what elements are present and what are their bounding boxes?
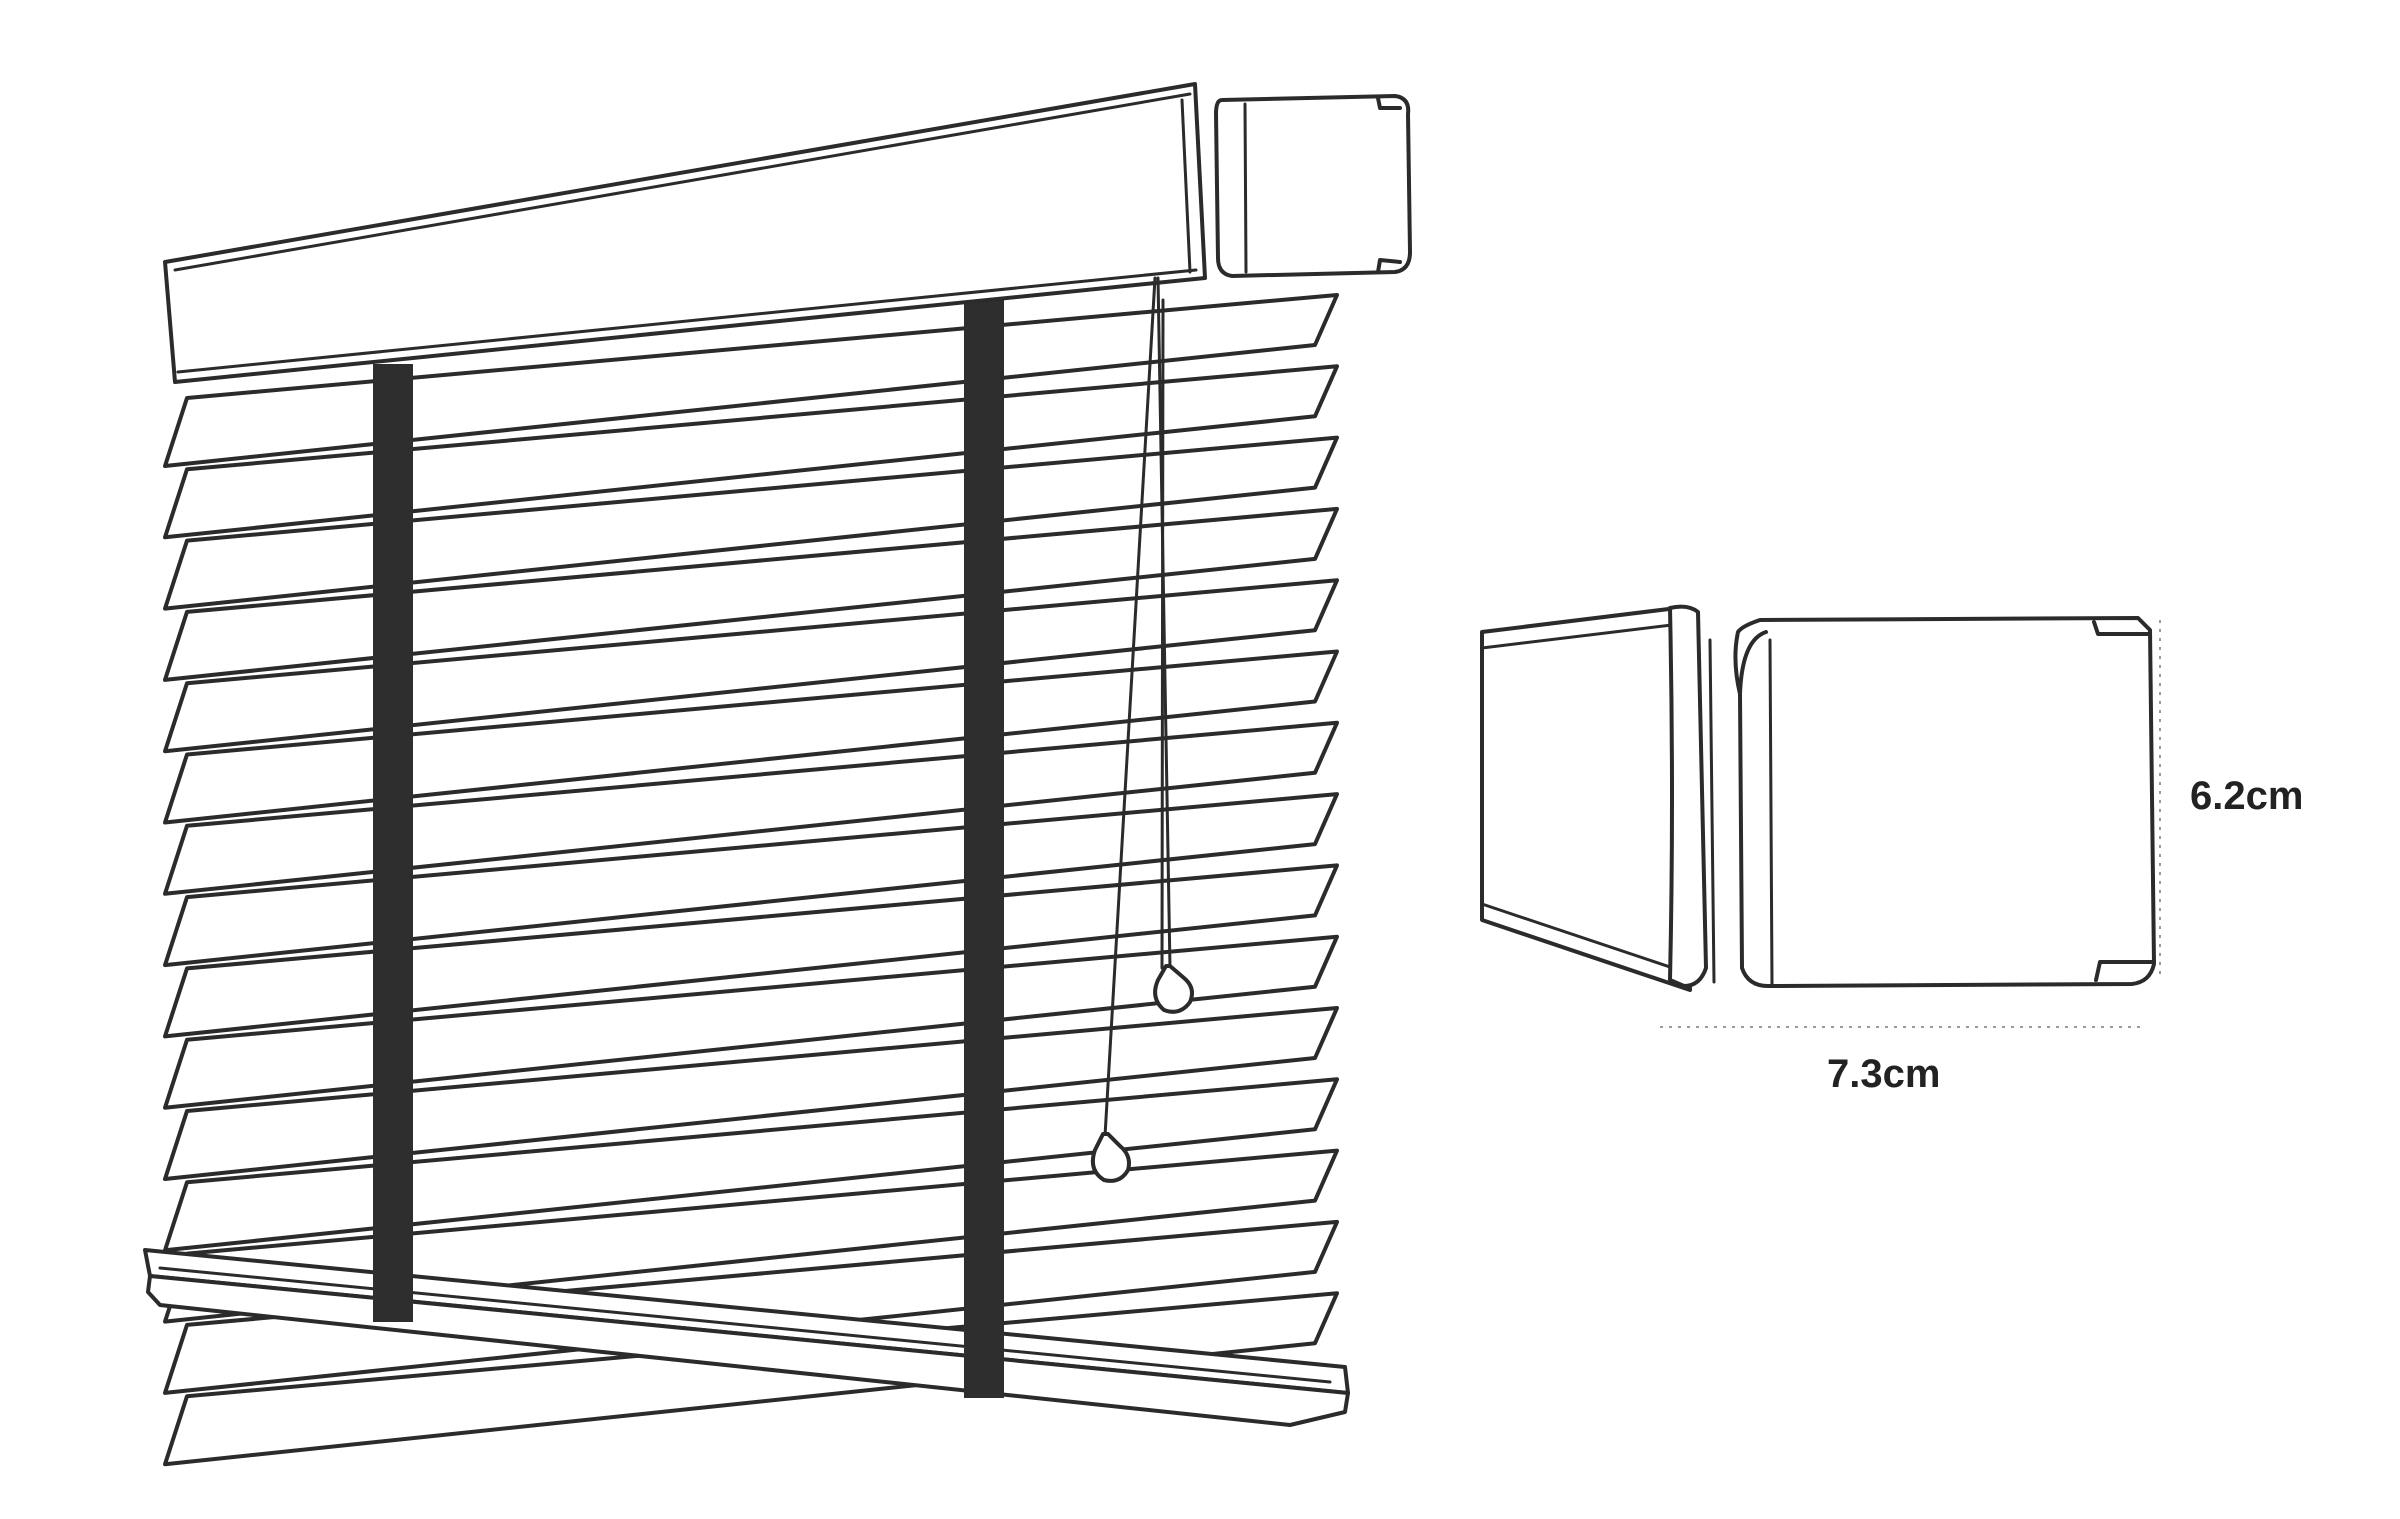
slat [163, 364, 1339, 540]
slat [163, 578, 1339, 754]
venetian-blind-illustration [143, 82, 1412, 1467]
slat [163, 435, 1339, 611]
slat [163, 649, 1339, 825]
width-dimension-label: 7.3cm [1827, 1052, 1941, 1096]
slat [163, 863, 1339, 1039]
slat [163, 792, 1339, 968]
slat [163, 1077, 1339, 1253]
slat [163, 720, 1339, 896]
slat [163, 293, 1339, 468]
height-dimension-label: 6.2cm [2190, 774, 2304, 818]
ladder-tape-left [373, 364, 413, 1322]
headrail-end-cap [1214, 94, 1412, 278]
bottom-rail [143, 1248, 1350, 1427]
headrail-end-cap-detail [1480, 604, 2161, 1028]
cord-tassel-icon [1090, 964, 1194, 1183]
ladder-tape-right [964, 298, 1004, 1398]
slat [163, 934, 1339, 1110]
slat [163, 506, 1339, 682]
slat [163, 1006, 1339, 1181]
tilt-cord [1103, 276, 1172, 1138]
headrail-valance [163, 82, 1207, 384]
